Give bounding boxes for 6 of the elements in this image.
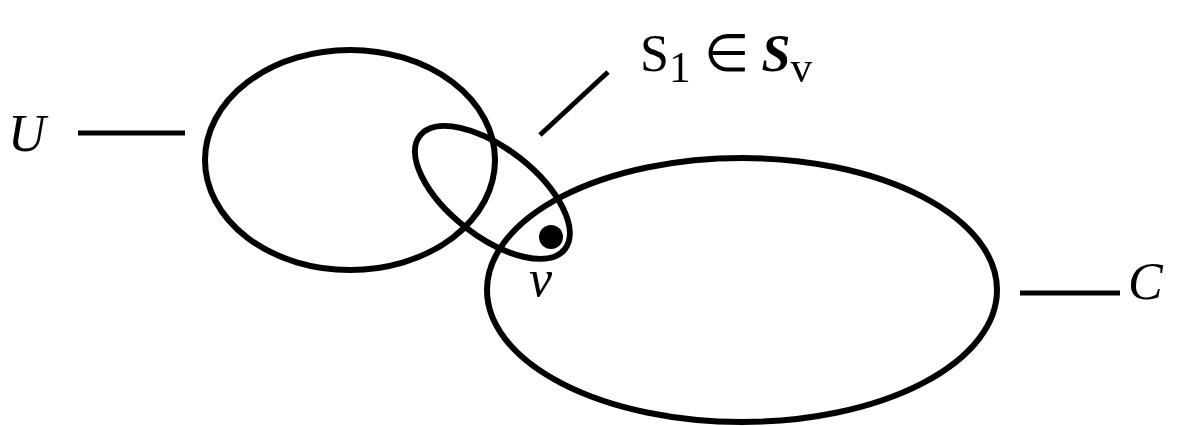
leader-line [78,130,185,136]
set-label: C [1128,256,1163,308]
set-label: S$_{1}$ ∈ S$_{v}$ [640,28,813,90]
point-label: v [529,253,553,305]
leader-line [1020,290,1120,296]
leader-line [538,70,610,137]
